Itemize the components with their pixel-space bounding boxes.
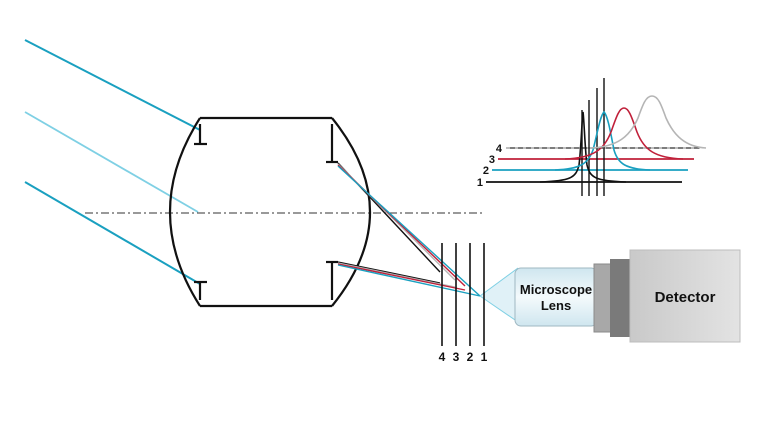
profile-peak-3: [564, 107, 684, 160]
focal-planes: [441, 243, 485, 346]
ray-lower-red: [337, 263, 466, 291]
microscope-lens-label-line2: Lens: [541, 298, 571, 313]
incoming-ray-bottom: [24, 181, 201, 285]
profile-label-3: 3: [489, 154, 495, 166]
detector: Detector: [610, 249, 741, 343]
profile-label-2: 2: [483, 165, 489, 177]
telescope-body: [169, 116, 371, 308]
plane-label-4: 4: [439, 350, 446, 364]
primary-mirror-curve: [169, 117, 201, 307]
microscope-lens-collar: [593, 263, 613, 333]
microscope-lens: Microscope Lens: [514, 263, 613, 333]
ray-lower-grey: [337, 262, 456, 288]
profile-peak-1: [539, 111, 627, 183]
cone-edge-bottom: [479, 295, 519, 323]
profile-label-1: 1: [477, 177, 483, 189]
profile-peak-2: [554, 110, 651, 171]
microscope-lens-body: [514, 267, 598, 327]
plane-label-3: 3: [453, 350, 460, 364]
focal-plane-labels: 4 3 2 1: [439, 350, 488, 364]
microscope-lens-label-line1: Microscope: [520, 282, 592, 297]
ray-lower-black: [337, 261, 441, 284]
front-window-curve: [331, 117, 371, 307]
profile-label-4: 4: [496, 143, 503, 155]
cone-edge-top: [479, 267, 519, 297]
converging-rays: [337, 162, 481, 297]
detector-label: Detector: [655, 289, 716, 306]
incoming-rays: [24, 39, 201, 285]
profile-inset: 4 3 2 1: [477, 78, 707, 196]
detector-body: [629, 249, 741, 343]
plane-label-2: 2: [467, 350, 474, 364]
mirror-stubs: [194, 124, 338, 300]
plane-label-1: 1: [481, 350, 488, 364]
profile-peak-4: [589, 95, 707, 149]
light-cone: [480, 268, 518, 322]
incoming-ray-top: [24, 39, 201, 131]
incoming-ray-middle: [24, 111, 199, 213]
detector-mount: [610, 259, 632, 337]
